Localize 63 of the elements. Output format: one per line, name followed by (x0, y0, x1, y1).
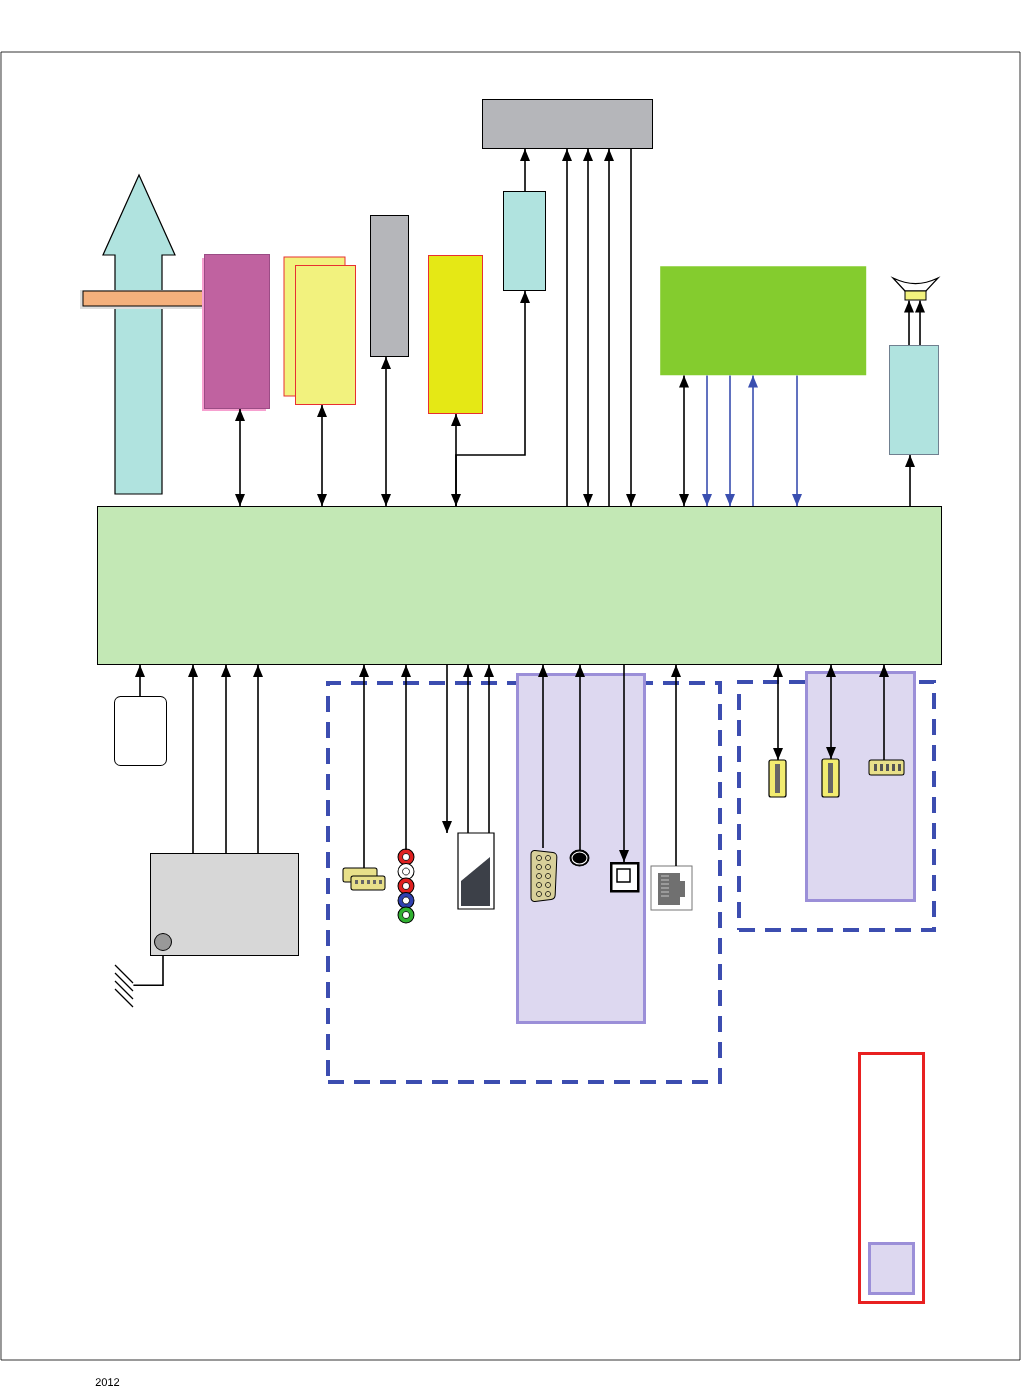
rca-jacks-icon (397, 848, 415, 924)
arrow (135, 664, 145, 697)
box (660, 266, 867, 376)
arrow (235, 408, 245, 507)
square (868, 1242, 915, 1295)
arrow (520, 148, 530, 192)
arrow (132, 955, 164, 986)
dashed-group-box (737, 680, 936, 932)
arrow (221, 664, 231, 854)
arrow (583, 148, 593, 507)
arrow (904, 299, 914, 346)
usb-port-icon (768, 759, 787, 798)
arrow (562, 148, 572, 507)
arrow (442, 664, 452, 834)
year-label: 2012 (95, 1378, 120, 1386)
frame-box (858, 1052, 925, 1304)
box (889, 345, 939, 455)
arrow (253, 664, 263, 854)
arrow (748, 374, 758, 507)
arrow (538, 664, 548, 849)
vga-port-icon (530, 849, 558, 903)
usb-port-icon (821, 758, 840, 798)
board-box (97, 506, 942, 665)
stacked-boxes (283, 256, 356, 405)
panel (805, 671, 916, 902)
arrow (773, 664, 783, 761)
box (503, 191, 546, 291)
arrow (826, 664, 836, 760)
box (428, 255, 483, 414)
arrow (575, 664, 585, 851)
arrow (792, 374, 802, 507)
rounded-box (114, 696, 167, 766)
arrow (317, 404, 327, 507)
arrow (905, 454, 915, 507)
arrow (484, 664, 494, 834)
arrow (188, 664, 198, 854)
arrow (455, 290, 530, 507)
arrow (604, 148, 614, 507)
dashed-group-box (326, 681, 722, 1084)
panel (516, 673, 646, 1024)
ethernet-port-icon (650, 865, 693, 911)
audio-jack-icon (569, 849, 590, 867)
arrow (619, 664, 629, 863)
connector-icon (457, 832, 495, 910)
arrow (626, 148, 636, 507)
connector-icon (868, 759, 905, 776)
arrow (725, 374, 735, 507)
arrow (671, 664, 681, 867)
box (482, 99, 653, 149)
arrow (879, 664, 889, 761)
optical-port-icon (610, 862, 640, 893)
arrow (679, 374, 689, 507)
arrow (702, 374, 712, 507)
speaker-icon (892, 277, 939, 301)
arrow (381, 356, 391, 507)
arrow (401, 664, 411, 851)
module-box (202, 254, 270, 411)
arrow (915, 299, 925, 346)
antenna-symbol (114, 964, 134, 1008)
box (370, 215, 409, 357)
connector-icon (342, 867, 386, 891)
arrow (463, 664, 473, 834)
box (150, 853, 299, 956)
